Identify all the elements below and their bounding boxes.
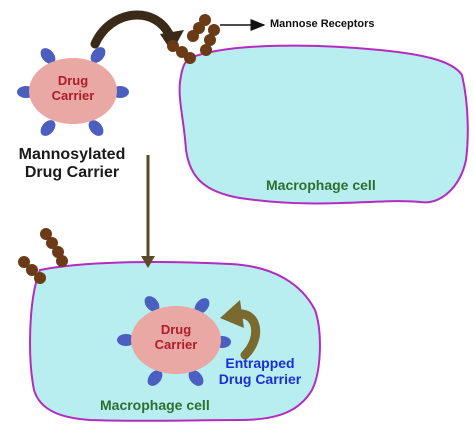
mannosylated-label-line2: Drug Carrier (24, 163, 120, 181)
receptor-icon (200, 44, 212, 56)
mannosylated-label-line1: Mannosylated (18, 146, 126, 163)
ligand-icon (144, 296, 160, 312)
drug-carrier-top (29, 58, 117, 124)
receptor-icon (40, 228, 52, 240)
inner-carrier-label-line2: Carrier (154, 336, 198, 352)
entrapment-arrow-head (220, 300, 244, 328)
mannose-receptors-top (167, 14, 220, 64)
receptor-icon (18, 256, 30, 268)
ligand-icon (90, 47, 106, 63)
inner-carrier-label: Drug Carrier (141, 322, 211, 352)
ligand-icon (194, 298, 210, 314)
top-carrier-label-line1: Drug (57, 73, 89, 88)
receptor-icon (46, 237, 58, 249)
top-carrier-label: Drug Carrier (38, 73, 108, 103)
entrapped-label: Entrapped Drug Carrier (210, 355, 310, 387)
inner-carrier-label-line1: Drug (160, 322, 192, 337)
binding-arrow (90, 10, 175, 49)
entrapment-arrow (233, 309, 261, 360)
ligand-icon (188, 370, 204, 386)
mannose-receptors-bottom (18, 228, 68, 284)
uptake-arrow-head (141, 256, 155, 268)
entrapped-label-line1: Entrapped (225, 355, 295, 371)
drug-carrier-inner (131, 306, 221, 374)
macrophage-top-label: Macrophage cell (266, 177, 376, 193)
macrophage-bottom-label: Macrophage cell (100, 397, 210, 413)
ligand-icon (147, 370, 163, 386)
macrophage-cell-top (178, 44, 469, 205)
receptor-icon (187, 30, 199, 42)
top-carrier-label-line2: Carrier (51, 87, 95, 103)
ligand-icon (40, 120, 56, 136)
receptor-icon (167, 40, 179, 52)
entrapped-label-line2: Drug Carrier (218, 370, 302, 387)
mannose-receptors-label: Mannose Receptors (270, 18, 375, 30)
receptor-icon (26, 264, 38, 276)
receptor-icon (184, 52, 196, 64)
receptor-icon (56, 255, 68, 267)
ligand-icon (117, 334, 135, 346)
receptor-icon (204, 34, 216, 46)
mannosylated-label: Mannosylated Drug Carrier (2, 146, 142, 182)
receptor-icon (52, 246, 64, 258)
inner-carrier-ligands (117, 296, 231, 386)
ligand-icon (40, 48, 56, 64)
receptor-icon (208, 24, 220, 36)
receptor-icon (34, 272, 46, 284)
ligand-icon (88, 120, 104, 136)
